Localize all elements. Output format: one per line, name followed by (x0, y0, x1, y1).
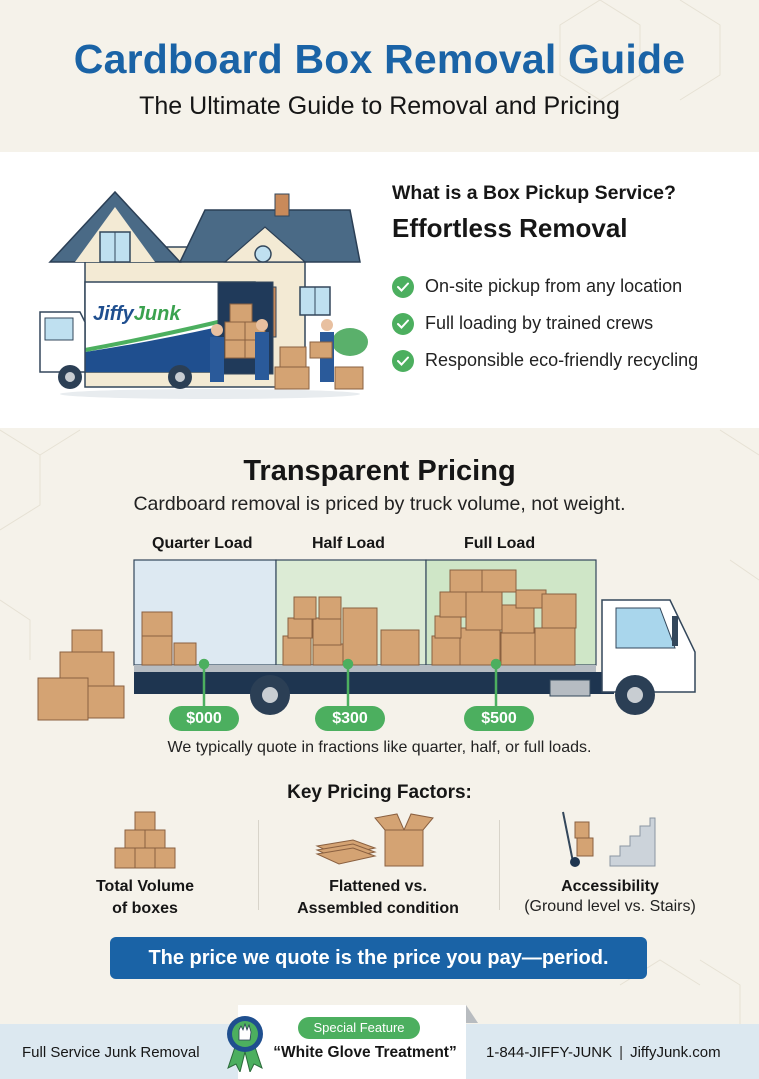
stacked-boxes-icon (114, 811, 176, 869)
check-circle-icon (392, 275, 414, 298)
special-feature-name: “White Glove Treatment” (273, 1044, 457, 1061)
check-circle-icon (392, 312, 414, 335)
award-ribbon-glove-icon (227, 1016, 263, 1072)
service-description: What is a Box Pickup Service? Effortless… (392, 182, 752, 379)
load-label-half: Half Load (312, 535, 385, 552)
service-feature-label: Full loading by trained crews (425, 313, 654, 333)
factor-divider (499, 820, 500, 910)
factor-volume-label-2: of boxes (112, 900, 178, 917)
footer-contact: 1-844-JIFFY-JUNK | JiffyJunk.com (486, 1044, 721, 1061)
service-feature-item: Full loading by trained crews (392, 305, 752, 342)
footer-tagline: Full Service Junk Removal (22, 1044, 200, 1061)
header: Cardboard Box Removal Guide The Ultimate… (0, 0, 759, 150)
factor-volume: Total Volume of boxes (25, 810, 265, 919)
price-badge-full: $500 (464, 706, 534, 731)
service-feature-item: Responsible eco-friendly recycling (392, 342, 752, 379)
factor-divider (258, 820, 259, 910)
pricing-title: Transparent Pricing (243, 455, 516, 487)
phone-link[interactable]: 1-844-JIFFY-JUNK (486, 1044, 613, 1061)
factor-accessibility-sub: (Ground level vs. Stairs) (524, 898, 696, 915)
load-label-quarter: Quarter Load (152, 535, 253, 552)
factor-condition-label-2: Assembled condition (297, 900, 459, 917)
special-feature-badge: Special Feature (298, 1017, 420, 1039)
check-circle-icon (392, 349, 414, 372)
dolly-and-stairs-icon (562, 811, 656, 867)
flat-vs-open-box-icon (315, 813, 434, 867)
service-question: What is a Box Pickup Service? (392, 182, 676, 204)
truck-load-diagram (37, 559, 696, 721)
price-badge-half: $300 (315, 706, 385, 731)
page-title: Cardboard Box Removal Guide (73, 36, 686, 82)
price-badge-quarter: $000 (169, 706, 239, 731)
service-feature-label: On-site pickup from any location (425, 276, 683, 296)
factor-accessibility-label: Accessibility (561, 878, 659, 895)
factor-condition-label-1: Flattened vs. (329, 878, 427, 895)
service-feature-label: Responsible eco-friendly recycling (425, 350, 699, 370)
factor-volume-label-1: Total Volume (95, 878, 195, 895)
factor-condition: Flattened vs. Assembled condition (258, 810, 498, 919)
price-guarantee-banner: The price we quote is the price you pay—… (110, 937, 647, 979)
load-label-full: Full Load (464, 535, 536, 552)
contact-separator: | (619, 1044, 624, 1061)
factor-accessibility: Accessibility (Ground level vs. Stairs) (490, 810, 730, 917)
card-fold-corner (466, 1005, 478, 1023)
svg-text:JiffyJunk: JiffyJunk (93, 303, 181, 325)
service-feature-item: On-site pickup from any location (392, 268, 752, 305)
pricing-subtitle: Cardboard removal is priced by truck vol… (133, 493, 626, 515)
house-truck-illustration: JiffyJunk (39, 190, 368, 399)
factors-title: Key Pricing Factors: (287, 782, 472, 803)
page-subtitle: The Ultimate Guide to Removal and Pricin… (139, 92, 620, 120)
quote-note: We typically quote in fractions like qua… (167, 739, 592, 756)
website-link[interactable]: JiffyJunk.com (630, 1044, 721, 1061)
service-section: JiffyJunk What is a Box Pickup Service? … (0, 152, 759, 428)
service-heading: Effortless Removal (392, 213, 628, 243)
service-feature-list: On-site pickup from any location Full lo… (392, 268, 752, 379)
